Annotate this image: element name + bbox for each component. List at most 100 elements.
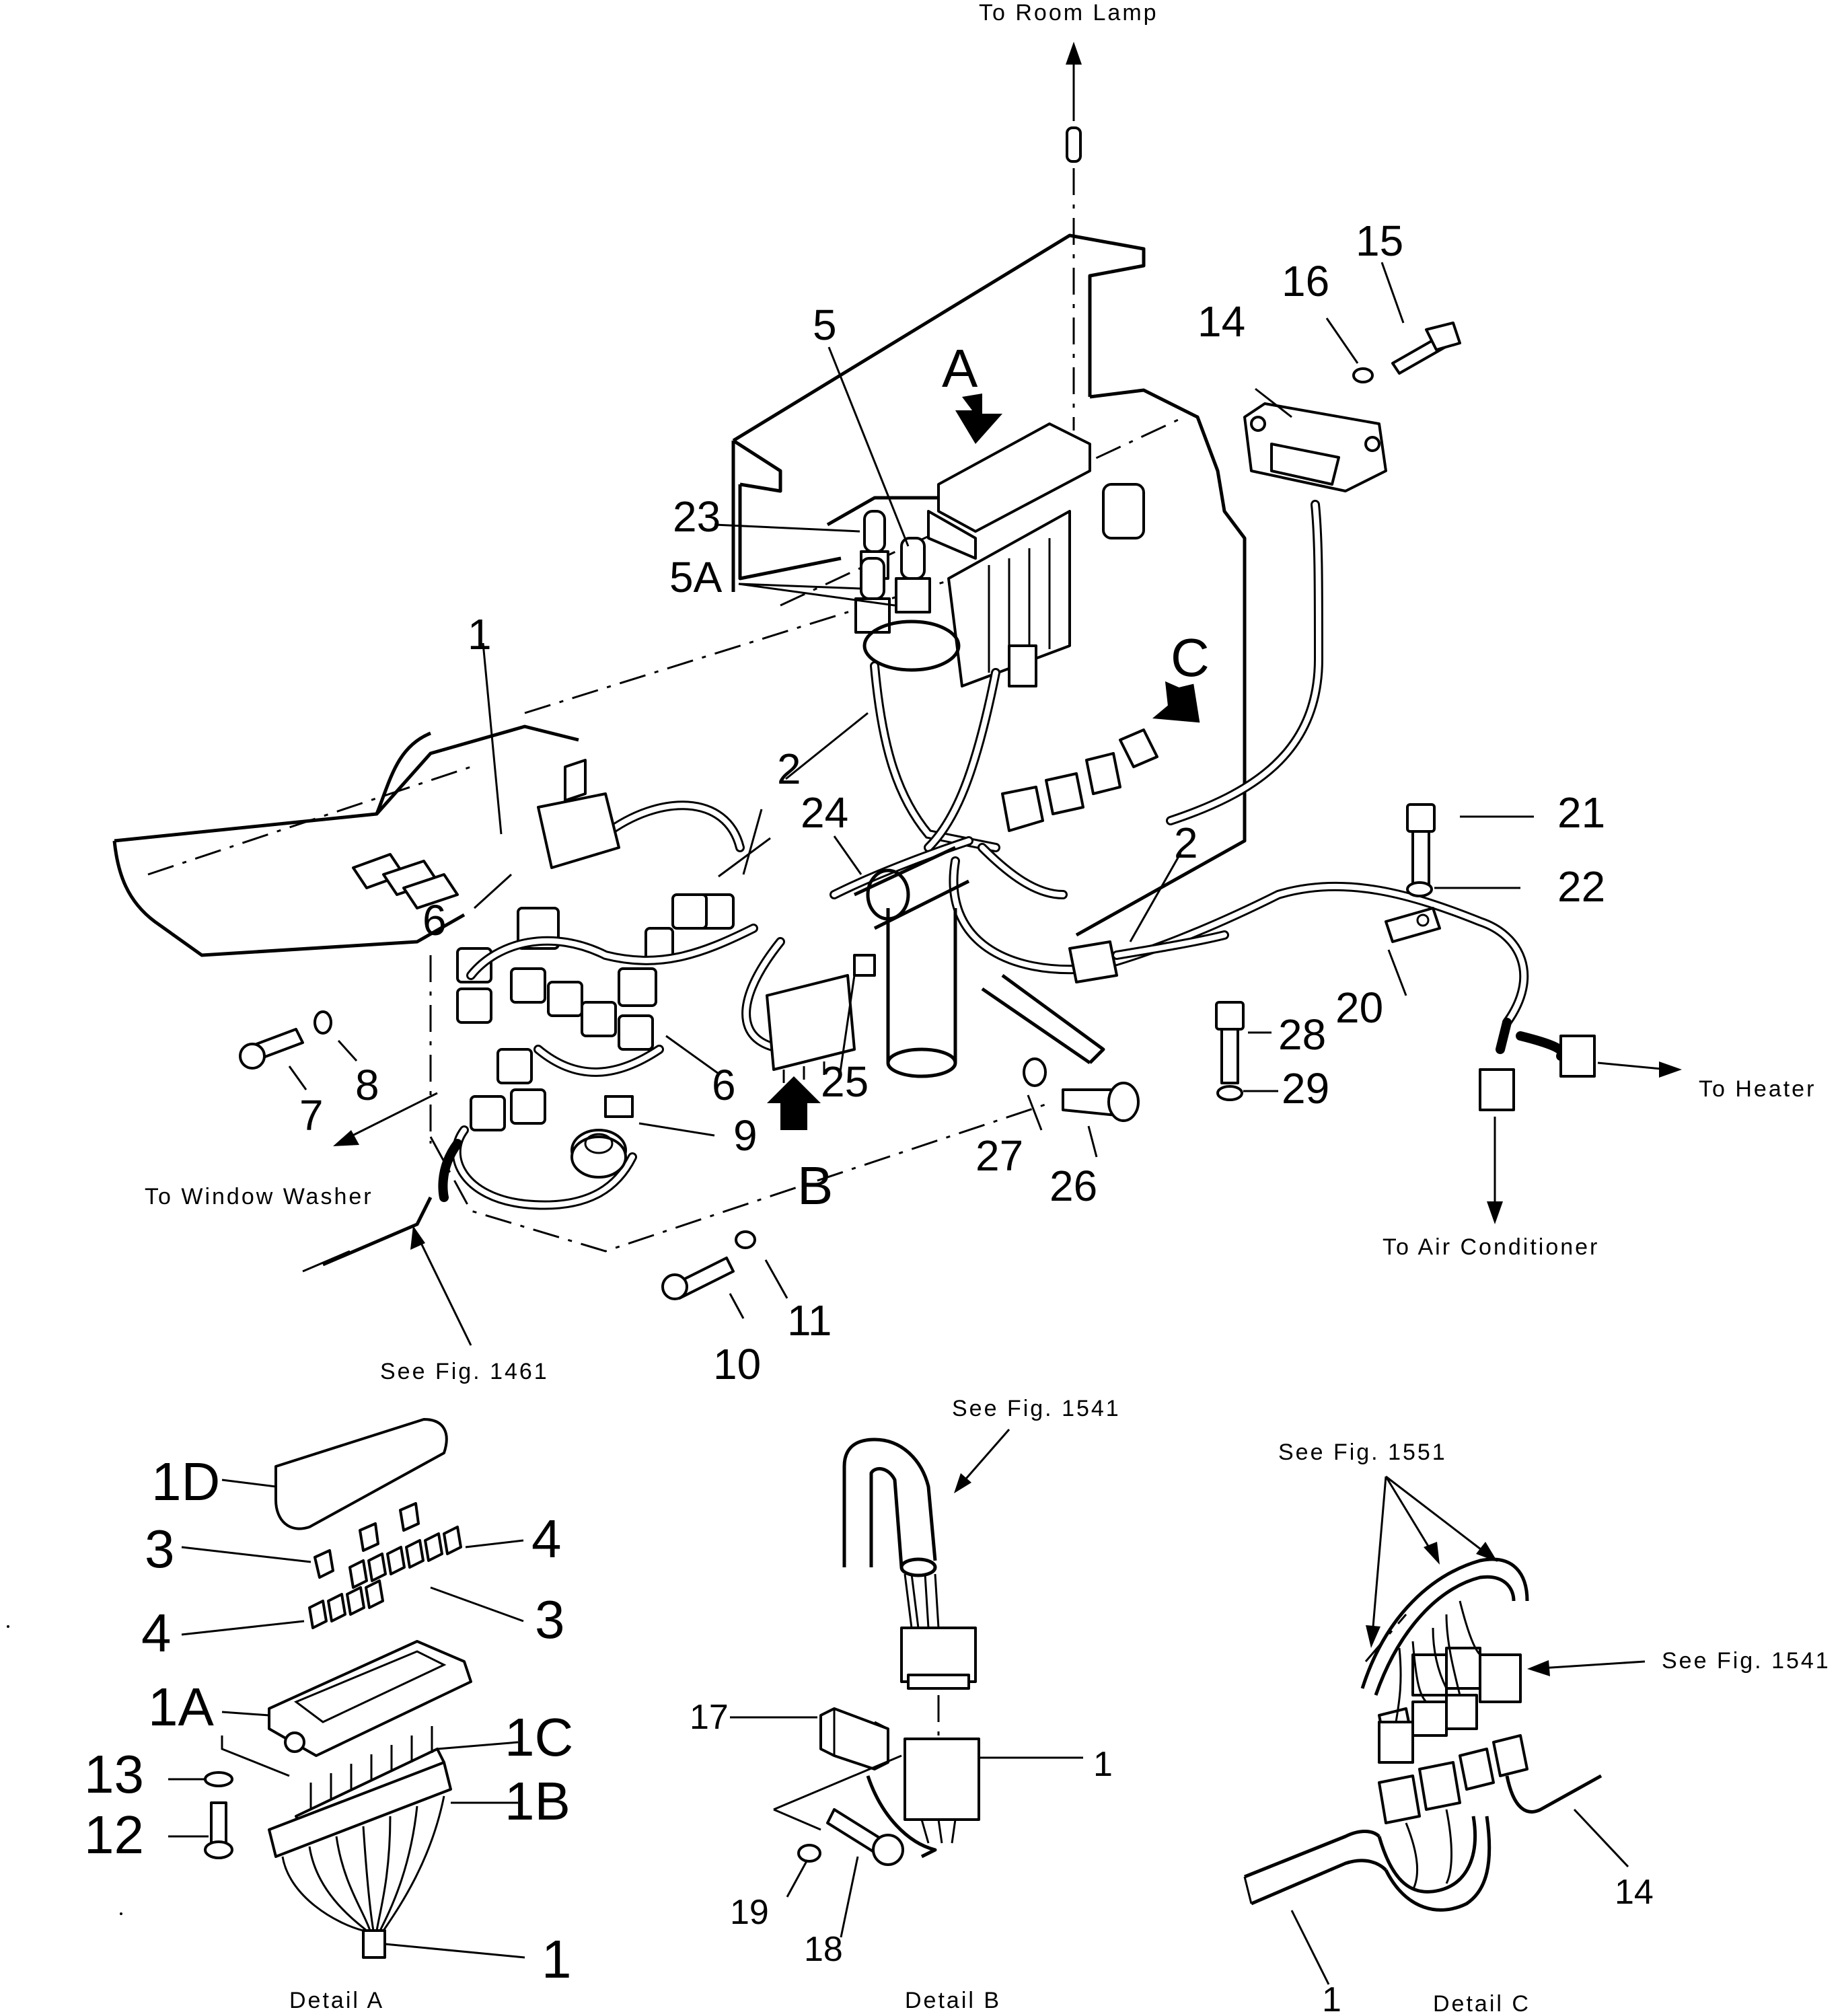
- label-part-1: 1: [468, 610, 492, 659]
- label-part-3a: 3: [145, 1519, 175, 1579]
- connector-2-right: [1068, 930, 1229, 983]
- clamp-20: [1385, 907, 1441, 943]
- label-part-18: 18: [804, 1930, 843, 1969]
- fuse-base-1a: [268, 1640, 472, 1757]
- label-part-22: 22: [1557, 862, 1605, 911]
- fuse-cover-1d: [274, 1418, 448, 1530]
- view-arrow-a: [955, 394, 1002, 444]
- label-part-10: 10: [713, 1340, 761, 1388]
- connectors-c: [1001, 729, 1158, 832]
- leader-lines-b: [730, 1429, 1083, 1938]
- washer-11: [735, 1230, 756, 1249]
- bolt-7: [239, 1028, 304, 1070]
- label-to-heater: To Heater: [1699, 1076, 1816, 1102]
- washer-27: [1023, 1057, 1047, 1087]
- harness-wires-left: [451, 800, 799, 1210]
- bolt-21: [1406, 803, 1436, 893]
- mounting-strip: [981, 973, 1105, 1065]
- bolt-18: [826, 1808, 904, 1866]
- round-component: [570, 1095, 634, 1179]
- label-part-11: 11: [787, 1296, 832, 1345]
- label-part-8: 8: [355, 1061, 379, 1109]
- connector-25: [766, 954, 876, 1083]
- controller-unit: [1166, 402, 1387, 825]
- fuses: [308, 1502, 462, 1629]
- see-fig-1461-arrow: [410, 1226, 472, 1346]
- bolt-10: [661, 1257, 735, 1300]
- label-part-19: 19: [730, 1893, 769, 1932]
- terminal-row-1b: [268, 1761, 452, 1858]
- switch-5a: [854, 557, 891, 634]
- label-to-room-lamp: To Room Lamp: [979, 0, 1158, 26]
- label-part-21: 21: [1557, 788, 1605, 837]
- label-part-9: 9: [733, 1111, 758, 1160]
- label-part-14: 14: [1198, 297, 1245, 346]
- label-part-20: 20: [1335, 983, 1383, 1032]
- label-part-2a: 2: [777, 745, 801, 793]
- label-part-25: 25: [821, 1057, 869, 1106]
- main-wire-bundle: [830, 661, 1529, 1027]
- label-see-fig-1541-b: See Fig. 1541: [952, 1396, 1121, 1421]
- wire-harness-a: [281, 1795, 445, 1959]
- label-part-1c: 1C: [505, 1707, 573, 1767]
- leader-lines-main: [288, 262, 1534, 1319]
- cable-14-c: [1505, 1774, 1602, 1814]
- detail-c: See Fig. 1551 See Fig. 1541 14 1 Detail …: [1243, 1440, 1831, 2016]
- label-part-16: 16: [1282, 257, 1329, 305]
- washer-22: [1406, 881, 1433, 897]
- label-part-13: 13: [84, 1744, 144, 1804]
- label-part-1-detail-c: 1: [1322, 1980, 1341, 2016]
- relay-cluster: [352, 853, 735, 1131]
- label-part-2b: 2: [1174, 819, 1198, 867]
- label-part-23: 23: [673, 492, 721, 541]
- connector-1-detail-b: [866, 1738, 980, 1859]
- heater-lead: [1479, 1018, 1682, 1224]
- label-view-a: A: [942, 338, 978, 398]
- grommet: [862, 620, 961, 672]
- label-part-3b: 3: [535, 1590, 565, 1649]
- washer-16: [1352, 367, 1374, 383]
- label-part-15: 15: [1356, 217, 1403, 265]
- label-part-17: 17: [690, 1698, 729, 1737]
- label-part-27: 27: [975, 1131, 1023, 1180]
- room-lamp-lead: [1066, 42, 1082, 431]
- stray-dot: [7, 1625, 9, 1628]
- detail-b: See Fig. 1541 17 1 19 18 Detail B: [690, 1396, 1121, 2013]
- screw-12: [204, 1801, 233, 1859]
- label-see-fig-1461: See Fig. 1461: [380, 1359, 549, 1384]
- guide-line-b: [773, 1754, 902, 1831]
- washer-13: [204, 1771, 233, 1787]
- bolt-15: [1391, 322, 1461, 375]
- clip-17: [819, 1707, 889, 1770]
- leader-lines-a: [168, 1479, 525, 1959]
- main-assembly: To Room Lamp 15 16 14 5 A 23 5A 1 C 2 24…: [112, 0, 1816, 1388]
- washer-8: [314, 1010, 332, 1035]
- bolt-28: [1215, 1001, 1245, 1084]
- dashboard-outline: [112, 577, 1050, 1253]
- label-part-6a: 6: [422, 896, 447, 944]
- label-part-6b: 6: [712, 1061, 736, 1109]
- upper-switch: [537, 759, 620, 869]
- connectors-bottom-c: [1378, 1734, 1528, 1824]
- label-part-24: 24: [801, 788, 848, 837]
- plug-b: [900, 1573, 977, 1690]
- switch-5: [895, 537, 931, 613]
- detail-a: 1D 3 4 3 4 1A 1C 13 1B 12 1 Detail A: [84, 1418, 573, 2013]
- washer-29: [1216, 1085, 1243, 1101]
- label-see-fig-1541-c: See Fig. 1541: [1662, 1648, 1831, 1674]
- view-arrow-b: [767, 1076, 821, 1130]
- label-part-1d: 1D: [151, 1452, 220, 1511]
- cable-loop-b: [842, 1438, 937, 1577]
- label-part-7: 7: [299, 1091, 324, 1140]
- label-part-5: 5: [813, 301, 837, 349]
- label-part-1-detail-a: 1: [542, 1929, 572, 1989]
- caption-detail-b: Detail B: [905, 1988, 1001, 2013]
- caption-detail-a: Detail A: [289, 1988, 384, 2013]
- label-part-26: 26: [1049, 1162, 1097, 1210]
- label-view-b: B: [797, 1156, 833, 1216]
- label-part-28: 28: [1278, 1010, 1326, 1059]
- label-part-1b: 1B: [505, 1771, 570, 1831]
- wires-mid-c: [1395, 1600, 1481, 1723]
- leader-lines-c: [1290, 1475, 1646, 1985]
